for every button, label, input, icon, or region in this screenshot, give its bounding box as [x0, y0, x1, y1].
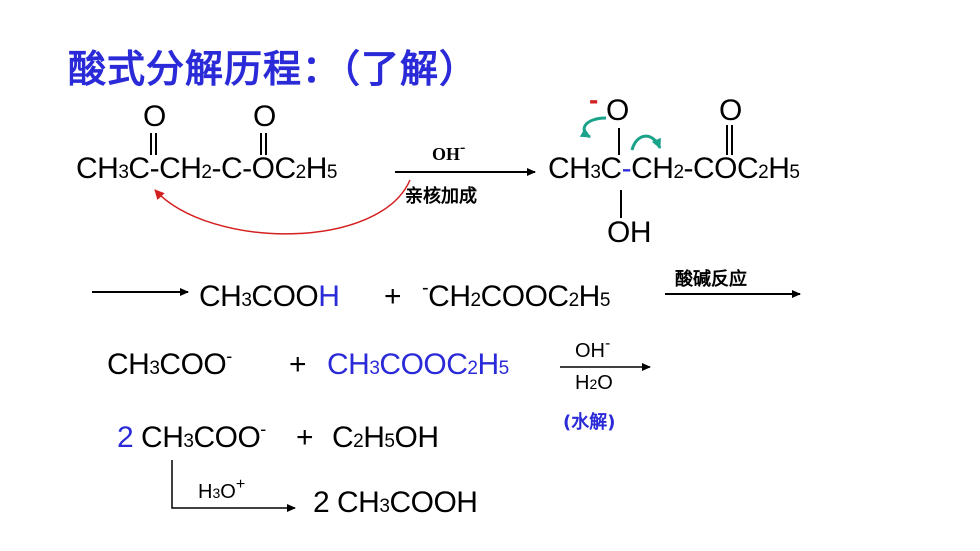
plus-sign: +	[289, 348, 307, 381]
acidification-arrow	[171, 460, 296, 512]
carbonyl-oxygen-1: O	[143, 100, 166, 133]
carbonyl-oxygen-2: O	[253, 100, 276, 133]
red-curved-arrow	[154, 179, 411, 235]
intermediate-formula: CH3C-CH2-COC2H5	[548, 152, 800, 185]
double-bond-2	[260, 133, 267, 155]
acidification-reagent: H3O+	[198, 476, 246, 503]
hydroxyl-group: OH	[607, 216, 652, 249]
oxide-charge: -	[589, 84, 598, 115]
acetate-formula: CH3COO-	[107, 346, 232, 381]
arrow3-condition: H2O	[575, 372, 613, 394]
double-bond-3	[726, 125, 733, 155]
ethyl-acetate-formula: CH3COOC2H5	[327, 348, 509, 381]
final-product: 2 CH3COOH	[313, 486, 478, 519]
arrow3-reagent: OH-	[575, 335, 611, 362]
plus-sign: +	[296, 421, 314, 454]
teal-arrow-1	[579, 116, 607, 139]
arrow1-reagent: OH-	[432, 139, 466, 164]
reactant-formula: CH3C-CH2-C-OC2H5	[76, 152, 337, 185]
ethanol-formula: C2H5OH	[332, 421, 439, 454]
carbanion-formula: -CH2COOC2H5	[422, 277, 610, 313]
ester-carbonyl-oxygen: O	[719, 94, 742, 127]
teal-arrow-2	[630, 134, 662, 151]
acetic-acid-formula: CH3COOH	[199, 280, 340, 313]
page-title: 酸式分解历程：（了解）	[68, 47, 479, 91]
arrow1-label: 亲核加成	[405, 186, 477, 207]
oxide-oxygen: O	[606, 94, 629, 127]
products-line: 2 CH3COO-	[117, 419, 266, 454]
plus-sign: +	[384, 280, 402, 313]
arrow2-label: 酸碱反应	[675, 269, 747, 290]
double-bond-1	[150, 133, 157, 155]
hydrolysis-note: (水解)	[563, 412, 616, 433]
